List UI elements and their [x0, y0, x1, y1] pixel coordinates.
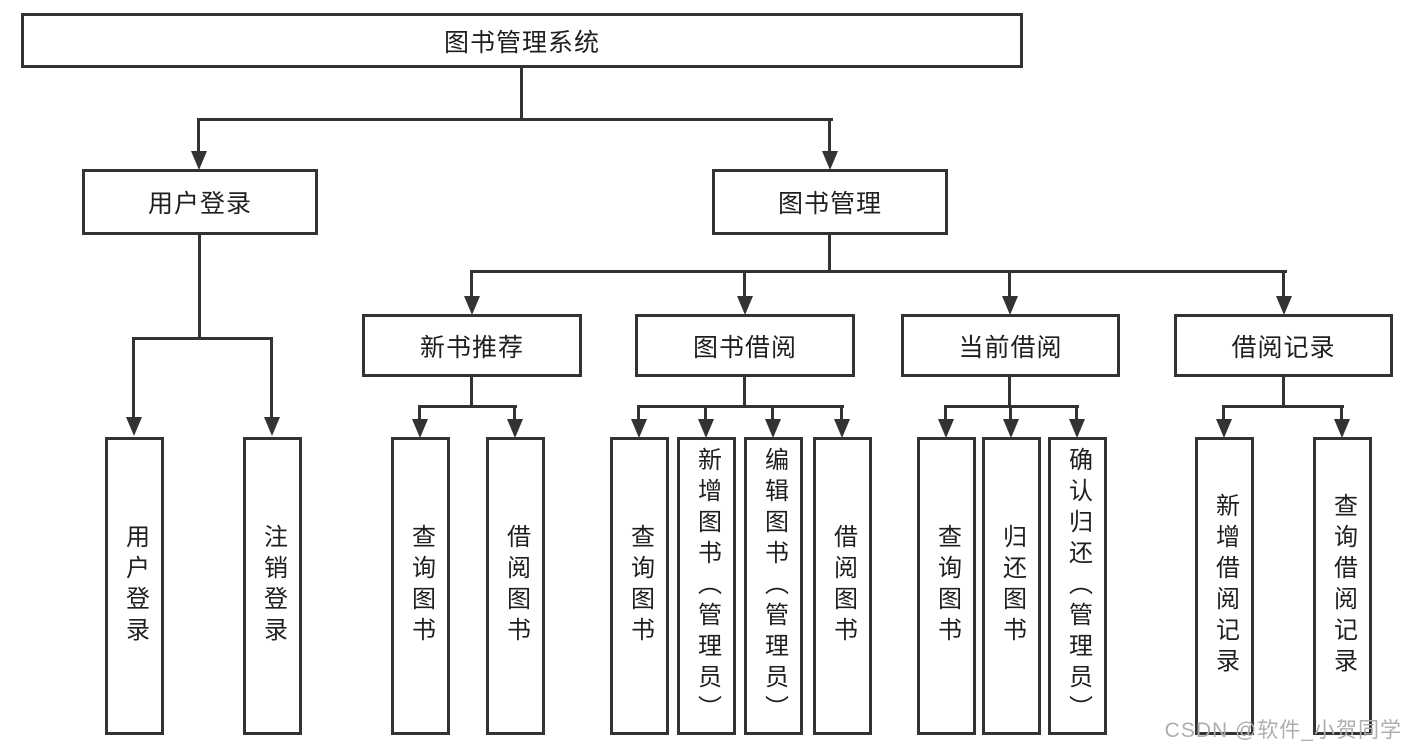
- connector-root-branch: [197, 118, 833, 121]
- leaf-current-query-label: 查询图书: [933, 524, 961, 648]
- node-current: 当前借阅: [901, 314, 1120, 377]
- connector-drop-borrow: [743, 270, 746, 298]
- leaf-current-return-label: 归还图书: [998, 524, 1026, 648]
- connector-drop: [418, 405, 421, 421]
- leaf-borrow-borrow-label: 借阅图书: [829, 524, 857, 648]
- arrowhead: [1003, 419, 1019, 438]
- node-current-label: 当前借阅: [958, 333, 1063, 362]
- arrowhead-book-mgmt: [822, 151, 838, 170]
- leaf-records-query-label: 查询借阅记录: [1329, 493, 1357, 679]
- node-borrow: 图书借阅: [635, 314, 855, 377]
- connector-drop-new-books: [470, 270, 473, 298]
- connector-drop-user-login: [197, 118, 200, 153]
- leaf-borrow-add-admin-label: 新增图书（管理员）: [693, 446, 721, 726]
- node-root-label: 图书管理系统: [443, 28, 600, 57]
- connector-drop: [1009, 405, 1012, 421]
- arrowhead-records: [1276, 296, 1292, 315]
- leaf-borrow-edit-admin-label: 编辑图书（管理员）: [760, 446, 788, 726]
- leaf-newbooks-query: 查询图书: [391, 437, 450, 735]
- arrowhead-leaf-login: [126, 417, 142, 436]
- leaf-borrow-add-admin: 新增图书（管理员）: [677, 437, 736, 735]
- connector-current-stem: [1008, 377, 1011, 407]
- leaf-records-query: 查询借阅记录: [1313, 437, 1372, 735]
- arrowhead-current: [1002, 296, 1018, 315]
- node-borrow-label: 图书借阅: [692, 333, 797, 362]
- connector-new-books-branch: [418, 405, 517, 408]
- node-root: 图书管理系统: [21, 13, 1023, 68]
- node-book-mgmt: 图书管理: [712, 169, 948, 235]
- connector-drop-leaf-logout: [270, 337, 273, 418]
- leaf-logout: 注销登录: [243, 437, 302, 735]
- arrowhead: [834, 419, 850, 438]
- leaf-newbooks-query-label: 查询图书: [407, 524, 435, 648]
- leaf-borrow-query-label: 查询图书: [626, 524, 654, 648]
- leaf-current-confirm-admin-label: 确认归还（管理员）: [1064, 446, 1092, 726]
- connector-drop: [771, 405, 774, 421]
- leaf-records-add-label: 新增借阅记录: [1211, 493, 1239, 679]
- leaf-borrow-edit-admin: 编辑图书（管理员）: [744, 437, 803, 735]
- connector-drop: [944, 405, 947, 421]
- connector-drop-current: [1008, 270, 1011, 298]
- connector-drop: [1340, 405, 1343, 421]
- connector-book-mgmt-stem: [828, 235, 831, 272]
- connector-root-stem: [520, 68, 523, 120]
- arrowhead: [1069, 419, 1085, 438]
- connector-user-login-branch: [132, 337, 273, 340]
- arrowhead: [1216, 419, 1232, 438]
- arrowhead: [631, 419, 647, 438]
- connector-drop: [1222, 405, 1225, 421]
- connector-drop: [840, 405, 843, 421]
- connector-drop: [637, 405, 640, 421]
- connector-drop: [1075, 405, 1078, 421]
- csdn-watermark: CSDN @软件_小贺同学: [1164, 719, 1402, 742]
- leaf-user-login: 用户登录: [105, 437, 164, 735]
- leaf-borrow-borrow: 借阅图书: [813, 437, 872, 735]
- arrowhead: [938, 419, 954, 438]
- arrowhead-new-books: [464, 296, 480, 315]
- connector-user-login-stem: [198, 235, 201, 339]
- connector-book-mgmt-branch: [470, 270, 1287, 273]
- node-user-login-label: 用户登录: [147, 190, 252, 218]
- node-new-books: 新书推荐: [362, 314, 582, 377]
- connector-borrow-branch: [637, 405, 844, 408]
- leaf-user-login-label: 用户登录: [121, 524, 149, 648]
- connector-drop-records: [1282, 270, 1285, 298]
- leaf-newbooks-borrow: 借阅图书: [486, 437, 545, 735]
- arrowhead: [412, 419, 428, 438]
- node-book-mgmt-label: 图书管理: [777, 190, 882, 218]
- leaf-borrow-query: 查询图书: [610, 437, 669, 735]
- connector-borrow-stem: [743, 377, 746, 407]
- leaf-current-confirm-admin: 确认归还（管理员）: [1048, 437, 1107, 735]
- connector-drop-book-mgmt: [828, 118, 831, 153]
- connector-drop: [513, 405, 516, 421]
- arrowhead: [765, 419, 781, 438]
- leaf-logout-label: 注销登录: [259, 524, 287, 648]
- connector-drop-leaf-login: [132, 337, 135, 418]
- arrowhead-borrow: [737, 296, 753, 315]
- leaf-records-add: 新增借阅记录: [1195, 437, 1254, 735]
- leaf-current-return: 归还图书: [982, 437, 1041, 735]
- node-records: 借阅记录: [1174, 314, 1393, 377]
- arrowhead: [507, 419, 523, 438]
- connector-drop: [704, 405, 707, 421]
- leaf-current-query: 查询图书: [917, 437, 976, 735]
- arrowhead-leaf-logout: [264, 417, 280, 436]
- node-user-login: 用户登录: [82, 169, 318, 235]
- connector-records-branch: [1222, 405, 1344, 408]
- arrowhead: [698, 419, 714, 438]
- connector-records-stem: [1282, 377, 1285, 407]
- connector-new-books-stem: [470, 377, 473, 407]
- node-records-label: 借阅记录: [1231, 333, 1336, 362]
- node-new-books-label: 新书推荐: [419, 333, 524, 362]
- arrowhead-user-login: [191, 151, 207, 170]
- leaf-newbooks-borrow-label: 借阅图书: [502, 524, 530, 648]
- arrowhead: [1334, 419, 1350, 438]
